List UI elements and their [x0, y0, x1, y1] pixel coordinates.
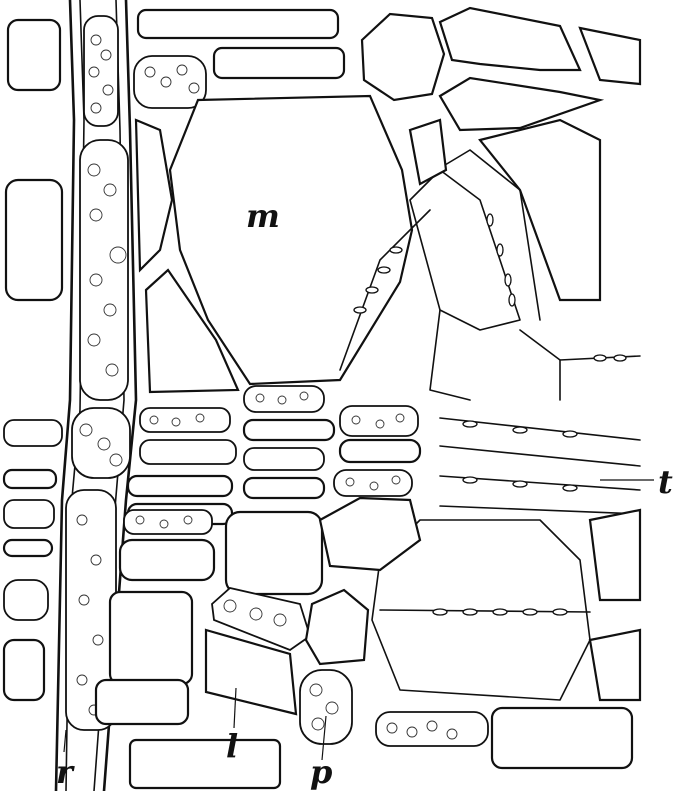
- label-r: r: [56, 756, 73, 788]
- label-t: t: [658, 466, 673, 498]
- label-p: p: [310, 756, 332, 788]
- label-l: l: [226, 730, 238, 762]
- label-m: m: [246, 200, 280, 232]
